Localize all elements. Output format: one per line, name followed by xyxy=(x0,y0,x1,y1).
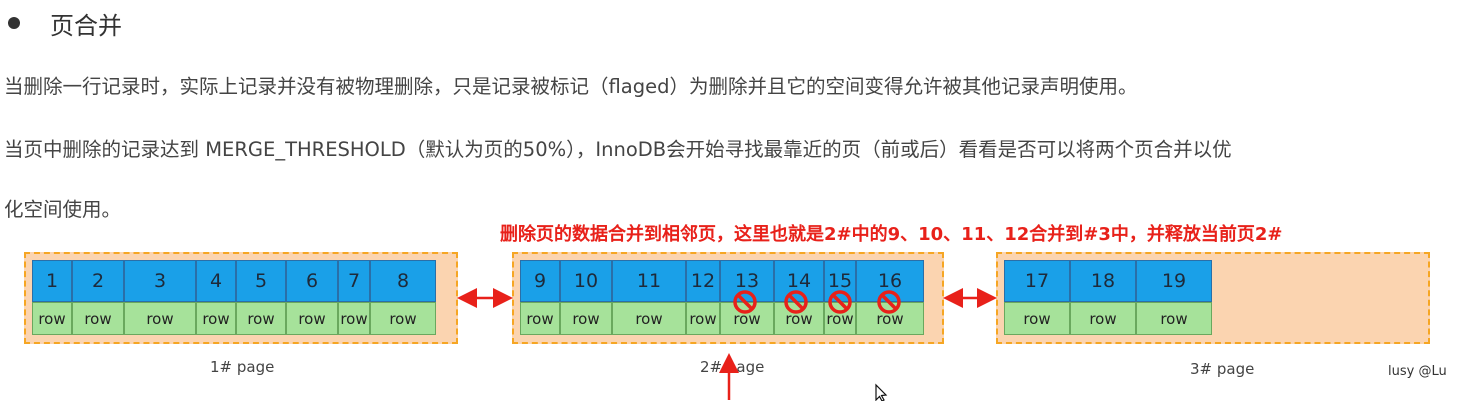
paragraph-1: 当删除一行记录时，实际上记录并没有被物理删除，只是记录被标记（flaged）为删… xyxy=(4,75,1138,98)
record-row: row xyxy=(520,302,560,335)
record-row: row xyxy=(1070,302,1136,335)
record-row-deleted: row xyxy=(824,302,856,335)
section-heading: 页合并 xyxy=(50,12,122,40)
record-row: row xyxy=(1136,302,1212,335)
signature: lusy @Lu xyxy=(1388,364,1447,379)
record-row: row xyxy=(196,302,236,335)
record-id: 5 xyxy=(236,260,286,302)
record-row-deleted: row xyxy=(720,302,774,335)
record-id: 19 xyxy=(1136,260,1212,302)
delete-mark-icon xyxy=(877,290,901,314)
record-id-deleted: 14 xyxy=(774,260,824,302)
record-id: 3 xyxy=(124,260,196,302)
record-row: row xyxy=(686,302,720,335)
paragraph-2: 当页中删除的记录达到 MERGE_THRESHOLD（默认为页的50%），Inn… xyxy=(4,138,1232,161)
record-row: row xyxy=(236,302,286,335)
record-id: 1 xyxy=(32,260,72,302)
record-row: row xyxy=(32,302,72,335)
record-row: row xyxy=(1004,302,1070,335)
page-2: 9 row 10 row 11 row 12 row 13 row 14 row… xyxy=(512,252,944,344)
record-id: 10 xyxy=(560,260,612,302)
record-id: 2 xyxy=(72,260,124,302)
bullet-icon xyxy=(8,17,20,29)
record-row: row xyxy=(72,302,124,335)
merge-annotation: 删除页的数据合并到相邻页，这里也就是2#中的9、10、11、12合并到#3中，并… xyxy=(500,224,1283,245)
page-3-label: 3# page xyxy=(1190,360,1255,378)
record-id: 18 xyxy=(1070,260,1136,302)
record-id: 9 xyxy=(520,260,560,302)
record-row: row xyxy=(612,302,686,335)
record-id: 4 xyxy=(196,260,236,302)
delete-mark-icon xyxy=(733,290,757,314)
page-1: 1 row 2 row 3 row 4 row 5 row 6 row 7 ro… xyxy=(24,252,458,344)
record-id: 6 xyxy=(286,260,338,302)
delete-mark-icon xyxy=(828,290,852,314)
record-id-deleted: 13 xyxy=(720,260,774,302)
delete-mark-icon xyxy=(784,290,808,314)
page-1-label: 1# page xyxy=(210,358,275,376)
record-row: row xyxy=(124,302,196,335)
record-row-deleted: row xyxy=(856,302,924,335)
record-id: 7 xyxy=(338,260,370,302)
record-id: 17 xyxy=(1004,260,1070,302)
record-row: row xyxy=(560,302,612,335)
record-id: 11 xyxy=(612,260,686,302)
record-id: 12 xyxy=(686,260,720,302)
mouse-cursor-icon xyxy=(875,383,888,401)
record-row: row xyxy=(286,302,338,335)
record-row: row xyxy=(370,302,436,335)
paragraph-3: 化空间使用。 xyxy=(4,198,122,221)
record-id: 8 xyxy=(370,260,436,302)
record-row-deleted: row xyxy=(774,302,824,335)
record-row: row xyxy=(338,302,370,335)
record-id-deleted: 15 xyxy=(824,260,856,302)
page-3: 17 row 18 row 19 row xyxy=(996,252,1430,344)
